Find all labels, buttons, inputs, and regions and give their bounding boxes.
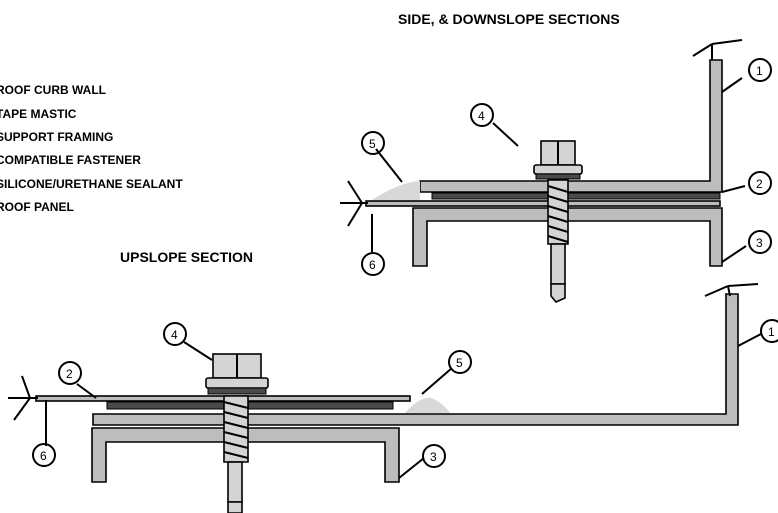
callout-top-4: 4 — [478, 109, 485, 123]
panel-break-icon — [340, 180, 368, 227]
sealing-washer-upslope — [207, 387, 267, 395]
fastener-top — [533, 140, 583, 303]
upslope-detail — [8, 283, 762, 513]
break-line-icon-upslope — [704, 283, 759, 297]
fastener-bottom — [205, 353, 269, 513]
tape-mastic — [431, 192, 721, 200]
callout-top-6: 6 — [369, 258, 376, 272]
callout-top-2: 2 — [756, 177, 763, 191]
roof-curb-wall-upslope — [92, 293, 739, 426]
callout-top-3: 3 — [756, 236, 763, 250]
legend-item-3: SUPPORT FRAMING — [0, 130, 113, 144]
title-upslope: UPSLOPE SECTION — [120, 249, 253, 265]
roof-panel-upslope — [35, 395, 411, 402]
callout-top-1: 1 — [756, 64, 763, 78]
legend-item-2: TAPE MASTIC — [0, 107, 77, 121]
legend-item-4: COMPATIBLE FASTENER — [0, 153, 141, 167]
callout-bottom-6: 6 — [40, 449, 47, 463]
tape-mastic-upslope — [106, 401, 394, 410]
callout-bottom-2: 2 — [66, 367, 73, 381]
panel-break-icon-upslope — [8, 375, 38, 421]
legend-item-1: ROOF CURB WALL — [0, 83, 106, 97]
callouts-top: 1 2 3 4 5 6 — [361, 58, 772, 276]
washer-upslope — [205, 377, 269, 389]
legend-item-6: ROOF PANEL — [0, 200, 74, 214]
sealant-bead — [372, 181, 420, 200]
callout-bottom-1: 1 — [768, 325, 775, 339]
legend-item-5: SILICONE/URETHANE SEALANT — [0, 177, 183, 191]
sealing-washer — [535, 173, 581, 180]
roof-panel — [365, 200, 721, 207]
washer — [533, 164, 583, 175]
callout-bottom-3: 3 — [430, 450, 437, 464]
callout-top-5: 5 — [369, 137, 376, 151]
callouts-bottom: 1 2 3 4 5 6 — [32, 319, 778, 468]
title-side-downslope: SIDE, & DOWNSLOPE SECTIONS — [398, 11, 620, 27]
sealant-bead-upslope — [405, 397, 450, 413]
legend: ROOF CURB WALL TAPE MASTIC SUPPORT FRAMI… — [0, 83, 183, 214]
support-framing-upslope — [91, 427, 400, 483]
side-downslope-detail — [340, 39, 747, 303]
callout-bottom-5: 5 — [456, 356, 463, 370]
break-line-icon — [692, 39, 743, 60]
callout-bottom-4: 4 — [171, 328, 178, 342]
